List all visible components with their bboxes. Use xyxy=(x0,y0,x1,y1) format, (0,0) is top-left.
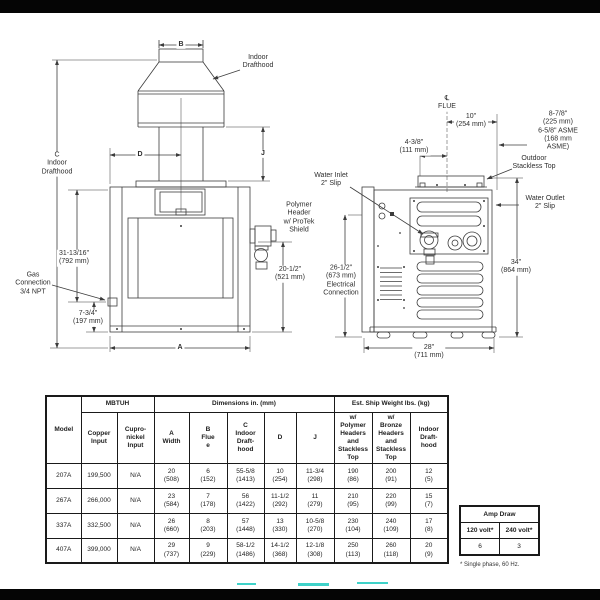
col-header-120-volt: 120 volt* xyxy=(459,521,500,539)
col-header-model: Model xyxy=(45,395,82,465)
amp-draw-title: Amp Draw xyxy=(459,505,540,523)
table-row: 337A 332,500 N/A 26 (660) 8 (203) 57 (14… xyxy=(45,513,449,540)
teal-artifact-mark xyxy=(237,583,256,585)
flue-size-dim-label: 8-7/8" (225 mm) 6-5/8" ASME (168 mm ASME… xyxy=(538,110,578,151)
group-header-ship-weight: Est. Ship Weight lbs. (kg) xyxy=(333,395,449,413)
water-outlet-label: Water Outlet 2" Slip xyxy=(525,194,565,210)
b-flue-cell: 9 (229) xyxy=(188,538,228,564)
col-header-bronze-headers: w/ Bronze Headers and Stackless Top xyxy=(371,411,411,465)
depth-dim-label: 28" (711 mm) xyxy=(412,343,446,361)
model-cell: 407A xyxy=(45,538,82,564)
j-cell: 11 (279) xyxy=(295,488,335,515)
header-height-dim-label: 20-1/2" (521 mm) xyxy=(273,265,307,283)
model-cell: 207A xyxy=(45,463,82,490)
cupro-nickel-cell: N/A xyxy=(116,538,155,564)
table-row: 207A 199,500 N/A 20 (508) 6 (152) 55-5/8… xyxy=(45,463,449,490)
dim-a-label: A xyxy=(175,343,185,353)
bronze-weight-cell: 240 (109) xyxy=(371,513,411,540)
j-cell: 12-1/8 (308) xyxy=(295,538,335,564)
gas-height-dim-label: 31-13/16" (792 mm) xyxy=(56,249,92,267)
amp-240-value: 3 xyxy=(499,537,540,556)
teal-artifact-mark xyxy=(298,583,329,586)
polymer-weight-cell: 230 (104) xyxy=(333,513,373,540)
table-row: 407A 399,000 N/A 29 (737) 9 (229) 58-1/2… xyxy=(45,538,449,564)
amp-120-value: 6 xyxy=(459,537,500,556)
a-width-cell: 29 (737) xyxy=(153,538,190,564)
col-header-b-flue: B Flue e xyxy=(188,411,228,465)
gas-connection-label: Gas Connection 3/4 NPT xyxy=(15,271,51,296)
col-header-polymer-headers: w/ Polymer Headers and Stackless Top xyxy=(333,411,373,465)
a-width-cell: 20 (508) xyxy=(153,463,190,490)
cupro-nickel-cell: N/A xyxy=(116,488,155,515)
dim-c-label: C Indoor Drafthood xyxy=(39,151,75,177)
spec-table: Model MBTUH Dimensions in. (mm) Est. Shi… xyxy=(45,395,450,564)
col-header-a-width: A Width xyxy=(153,411,190,465)
polymer-weight-cell: 250 (113) xyxy=(333,538,373,564)
single-phase-footnote: * Single phase, 60 Hz. xyxy=(460,562,520,568)
rear-view-line-art xyxy=(335,110,527,353)
col-header-indoor-drafthood-weight: Indoor Draft- hood xyxy=(409,411,449,465)
copper-input-cell: 332,500 xyxy=(80,513,118,540)
c-drafthood-cell: 55-5/8 (1413) xyxy=(226,463,265,490)
copper-input-cell: 199,500 xyxy=(80,463,118,490)
top-letterbox-bar xyxy=(0,0,600,13)
bronze-weight-cell: 200 (91) xyxy=(371,463,411,490)
col-header-c-indoor-drafthood: C Indoor Draft- hood xyxy=(226,411,265,465)
d-cell: 14-1/2 (368) xyxy=(263,538,297,564)
polymer-weight-cell: 210 (95) xyxy=(333,488,373,515)
c-drafthood-cell: 56 (1422) xyxy=(226,488,265,515)
front-view-line-art xyxy=(50,40,292,352)
c-drafthood-cell: 58-1/2 (1486) xyxy=(226,538,265,564)
outdoor-stackless-top-label: Outdoor Stackless Top xyxy=(512,154,556,170)
b-flue-cell: 6 (152) xyxy=(188,463,228,490)
j-cell: 10-5/8 (270) xyxy=(295,513,335,540)
height-dim-label: 34" (864 mm) xyxy=(499,258,533,276)
bronze-weight-cell: 260 (118) xyxy=(371,538,411,564)
polymer-header-label: Polymer Header w/ ProTek Shield xyxy=(283,201,315,234)
col-header-240-volt: 240 volt* xyxy=(499,521,540,539)
col-header-copper-input: Copper Input xyxy=(80,411,118,465)
col-header-j: J xyxy=(295,411,335,465)
a-width-cell: 23 (584) xyxy=(153,488,190,515)
j-cell: 11-3/4 (298) xyxy=(295,463,335,490)
model-cell: 267A xyxy=(45,488,82,515)
group-header-dimensions: Dimensions in. (mm) xyxy=(153,395,335,413)
b-flue-cell: 7 (178) xyxy=(188,488,228,515)
flue-offset-dim-label: 10" (254 mm) xyxy=(454,112,488,130)
table-row: 267A 266,000 N/A 23 (584) 7 (178) 56 (14… xyxy=(45,488,449,515)
water-inlet-label: Water Inlet 2" Slip xyxy=(314,171,348,187)
amp-draw-table: Amp Draw 120 volt* 240 volt* 6 3 xyxy=(459,505,540,556)
flue-centerline-label: ℄ FLUE xyxy=(436,94,458,112)
dim-j-label: J xyxy=(259,149,267,159)
c-drafthood-cell: 57 (1448) xyxy=(226,513,265,540)
indoor-drafthood-weight-cell: 20 (9) xyxy=(409,538,449,564)
bronze-weight-cell: 220 (99) xyxy=(371,488,411,515)
cupro-nickel-cell: N/A xyxy=(116,513,155,540)
teal-artifact-mark xyxy=(357,582,388,584)
line-art-canvas xyxy=(50,40,527,353)
b-flue-cell: 8 (203) xyxy=(188,513,228,540)
d-cell: 10 (254) xyxy=(263,463,297,490)
indoor-drafthood-weight-cell: 15 (7) xyxy=(409,488,449,515)
d-cell: 11-1/2 (292) xyxy=(263,488,297,515)
indoor-drafthood-weight-cell: 17 (8) xyxy=(409,513,449,540)
a-width-cell: 26 (660) xyxy=(153,513,190,540)
bottom-letterbox-bar xyxy=(0,589,600,600)
flue-left-dim-label: 4-3/8" (111 mm) xyxy=(397,138,431,156)
cupro-nickel-cell: N/A xyxy=(116,463,155,490)
gas-bottom-dim-label: 7-3/4" (197 mm) xyxy=(71,309,105,327)
indoor-drafthood-weight-cell: 12 (5) xyxy=(409,463,449,490)
electrical-dim-label: 26-1/2" (673 mm) Electrical Connection xyxy=(321,264,361,298)
dim-b-label: B xyxy=(176,40,186,50)
model-cell: 337A xyxy=(45,513,82,540)
dim-d-label: D xyxy=(135,150,145,160)
polymer-weight-cell: 190 (86) xyxy=(333,463,373,490)
d-cell: 13 (330) xyxy=(263,513,297,540)
copper-input-cell: 266,000 xyxy=(80,488,118,515)
group-header-mbtuh: MBTUH xyxy=(80,395,155,413)
copper-input-cell: 399,000 xyxy=(80,538,118,564)
indoor-drafthood-label: Indoor Drafthood xyxy=(242,53,274,69)
col-header-d: D xyxy=(263,411,297,465)
col-header-cupro-nickel-input: Cupro- nickel Input xyxy=(116,411,155,465)
